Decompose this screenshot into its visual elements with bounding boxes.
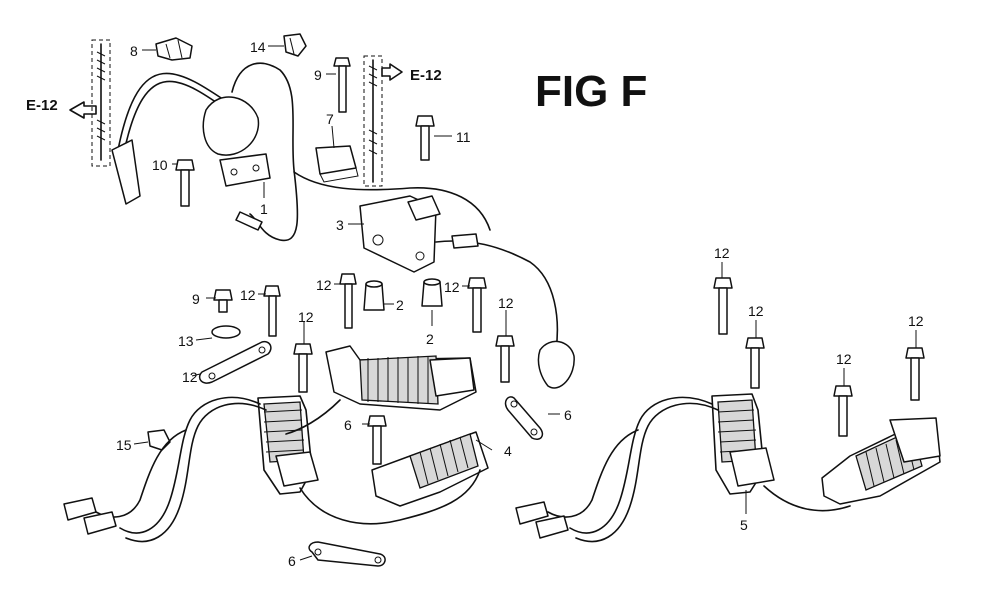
cross-ref-top-label: E-12: [410, 67, 442, 84]
part-3-switch-bracket[interactable]: [359, 195, 575, 389]
part-12-bolt-e[interactable]: [495, 335, 515, 383]
callout-12-i: 12: [836, 351, 852, 367]
callout-9-top: 9: [314, 67, 322, 83]
part-9-bolt-mid[interactable]: [213, 289, 233, 313]
callout-11: 11: [456, 129, 471, 145]
part-12-bolt-j[interactable]: [905, 347, 925, 401]
callout-15: 15: [116, 437, 132, 453]
arrow-right-icon: [381, 63, 403, 81]
part-11-bolt[interactable]: [415, 115, 435, 161]
callout-3: 3: [336, 217, 344, 233]
part-5-coil-assembly[interactable]: [515, 393, 941, 543]
part-12-bolt-b[interactable]: [467, 277, 487, 333]
part-8-clamp[interactable]: [155, 37, 193, 61]
part-2-spacer-left[interactable]: [363, 280, 385, 311]
part-9-bolt-top[interactable]: [333, 57, 351, 113]
part-7-block[interactable]: [315, 145, 359, 183]
part-12-bolt-f[interactable]: [367, 415, 387, 465]
callout-12-g: 12: [714, 245, 730, 261]
callout-12-f: 6: [344, 417, 352, 433]
part-10-bolt[interactable]: [175, 159, 195, 207]
part-12-bolt-g[interactable]: [713, 277, 733, 335]
callout-12-b: 12: [444, 279, 460, 295]
cross-ref-left-label: E-12: [26, 97, 58, 114]
part-15-clip[interactable]: [147, 429, 171, 451]
dashed-bolt-box-top: [363, 55, 383, 187]
callout-14: 14: [250, 39, 266, 55]
part-12-bolt-c[interactable]: [263, 285, 281, 337]
callout-2-left: 2: [396, 297, 404, 313]
part-14-clip[interactable]: [283, 33, 307, 57]
part-13-washer[interactable]: [211, 325, 241, 339]
callout-12-e: 12: [498, 295, 514, 311]
dashed-bolt-box-left: [91, 39, 111, 167]
part-2-spacer-right[interactable]: [421, 278, 443, 307]
arrow-left-icon: [69, 101, 97, 119]
callout-6-a: 12: [182, 369, 198, 385]
callout-12-d: 12: [298, 309, 314, 325]
part-6-plate-a[interactable]: [198, 340, 272, 384]
callout-6-b: 6: [564, 407, 572, 423]
callout-7: 7: [326, 111, 334, 127]
callout-12-a: 12: [316, 277, 332, 293]
part-6-plate-c[interactable]: [308, 541, 386, 567]
part-1-ignition-unit[interactable]: [111, 62, 491, 242]
callout-10: 10: [152, 157, 168, 173]
callout-4: 4: [504, 443, 512, 459]
part-12-bolt-d[interactable]: [293, 343, 313, 393]
part-6-plate-b[interactable]: [504, 396, 544, 440]
part-12-bolt-a[interactable]: [339, 273, 357, 329]
cross-ref-top[interactable]: E-12: [381, 63, 442, 84]
callout-9-mid: 9: [192, 291, 200, 307]
leader-lines: [133, 45, 917, 561]
callout-12-c: 12: [240, 287, 256, 303]
callout-1: 1: [260, 201, 268, 217]
callout-2-right: 2: [426, 331, 434, 347]
figure-title: FIG F: [535, 67, 647, 116]
callout-6-c: 6: [288, 553, 296, 569]
callout-13: 13: [178, 333, 194, 349]
cross-ref-left[interactable]: E-12: [26, 97, 97, 119]
callout-12-j: 12: [908, 313, 924, 329]
callout-8: 8: [130, 43, 138, 59]
part-4-coil-assembly[interactable]: [63, 345, 489, 543]
callout-5: 5: [740, 517, 748, 533]
part-12-bolt-i[interactable]: [833, 385, 853, 437]
callout-12-h: 12: [748, 303, 764, 319]
part-12-bolt-h[interactable]: [745, 337, 765, 389]
